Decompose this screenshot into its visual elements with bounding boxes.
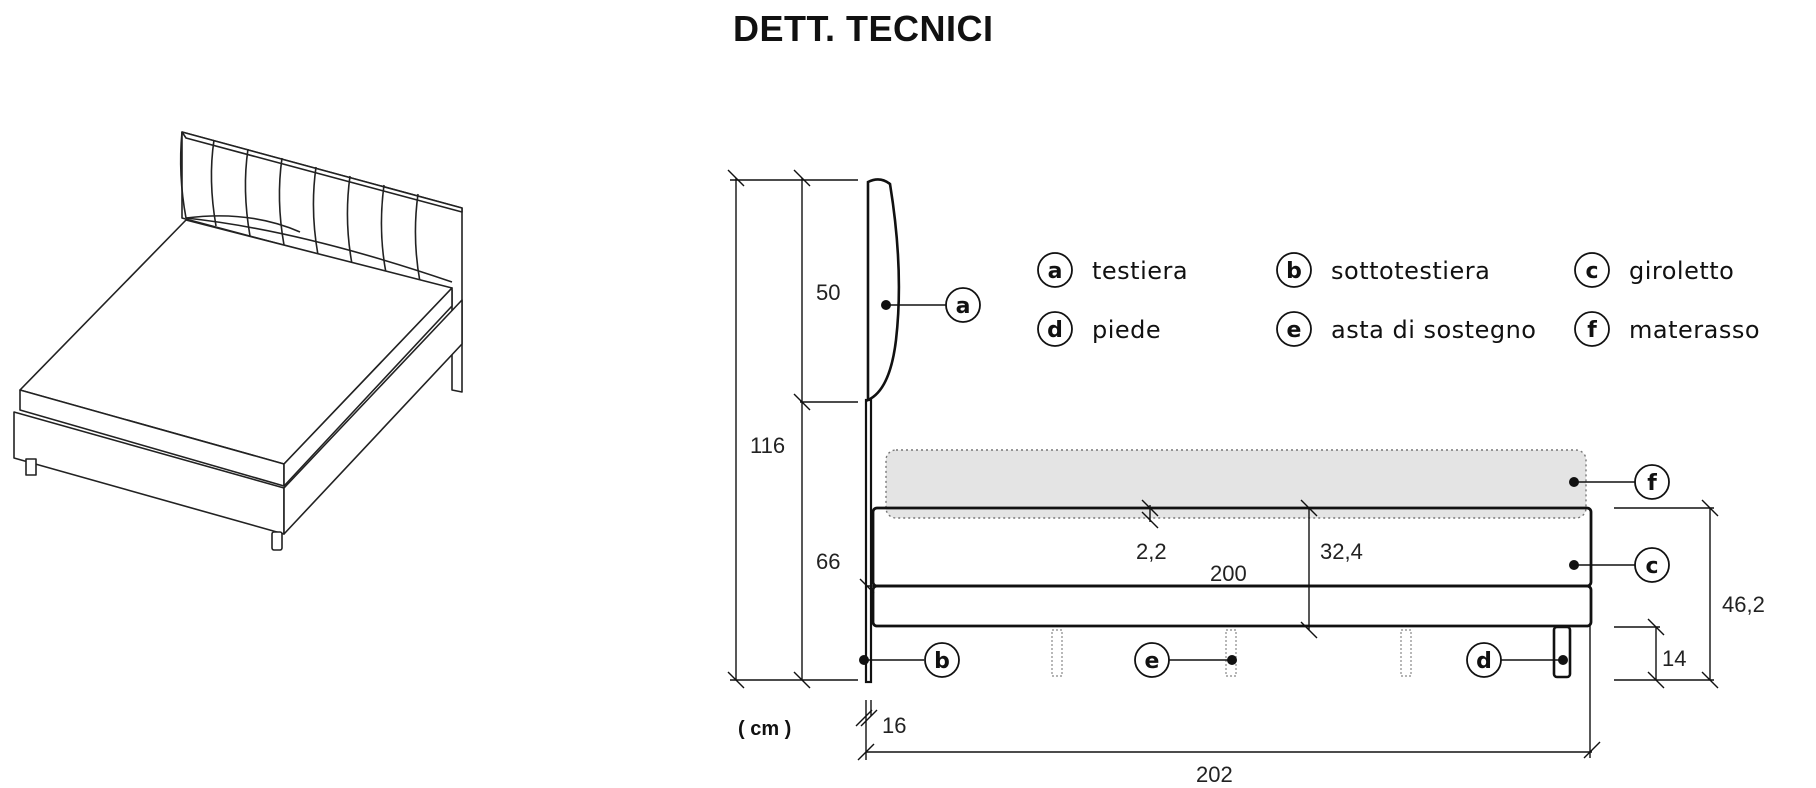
page-title: DETT. TECNICI (733, 8, 994, 49)
legend-label: piede (1092, 316, 1161, 344)
dim-inner-length: 200 (1210, 561, 1247, 586)
svg-text:d: d (1047, 318, 1063, 343)
svg-text:a: a (956, 294, 971, 319)
dim-total-height: 116 (750, 433, 785, 458)
legend-label: sottotestiera (1331, 257, 1490, 285)
headboard-pole (864, 398, 873, 684)
dim-frame-height: 32,4 (1320, 539, 1363, 564)
svg-text:b: b (1286, 259, 1302, 284)
dim-side-height: 46,2 (1722, 592, 1765, 617)
mattress-shape (885, 449, 1587, 519)
dim-headboard-thickness: 16 (882, 713, 906, 738)
svg-text:f: f (1587, 318, 1597, 343)
dim-mattress-inset: 2,2 (1136, 539, 1167, 564)
units-label: ( cm ) (738, 718, 792, 740)
legend-label: giroletto (1629, 257, 1734, 285)
callout-e: e (1134, 642, 1237, 678)
dim-total-length: 202 (1196, 762, 1233, 787)
svg-text:a: a (1048, 259, 1063, 284)
svg-text:d: d (1476, 649, 1492, 674)
legend-label: materasso (1629, 316, 1760, 344)
dimension-lines (727, 169, 1719, 761)
legend-item-f: f materasso (1574, 311, 1760, 347)
svg-text:e: e (1145, 649, 1160, 674)
legend-item-c: c giroletto (1574, 252, 1734, 288)
svg-text:e: e (1287, 318, 1302, 343)
support-rod (1051, 629, 1063, 677)
callout-a: a (881, 287, 981, 323)
legend-item-a: a testiera (1037, 252, 1188, 288)
side-view-drawing (864, 178, 1593, 684)
callout-f: f (1569, 464, 1670, 500)
legend: a testiera b sottotestiera c giroletto d… (1037, 252, 1760, 347)
svg-text:c: c (1585, 259, 1598, 284)
bed-isometric-illustration (13, 131, 463, 551)
legend-label: asta di sostegno (1331, 316, 1536, 344)
dim-headboard-height: 50 (816, 280, 840, 305)
support-rod (1400, 629, 1412, 677)
legend-item-e: e asta di sostegno (1276, 311, 1536, 347)
svg-text:f: f (1647, 471, 1657, 496)
dim-foot-height: 14 (1662, 646, 1686, 671)
headboard-cushion (866, 178, 901, 403)
callout-d: d (1466, 642, 1568, 678)
legend-label: testiera (1092, 257, 1188, 285)
support-rod (1225, 629, 1237, 677)
dim-base-height: 66 (816, 549, 840, 574)
svg-text:c: c (1645, 554, 1658, 579)
legend-item-b: b sottotestiera (1276, 252, 1490, 288)
svg-text:b: b (934, 649, 950, 674)
bed-frame-lower (871, 584, 1593, 628)
legend-item-d: d piede (1037, 311, 1161, 347)
bed-foot (1552, 625, 1572, 679)
callout-b: b (859, 642, 960, 678)
callout-c: c (1569, 547, 1670, 583)
